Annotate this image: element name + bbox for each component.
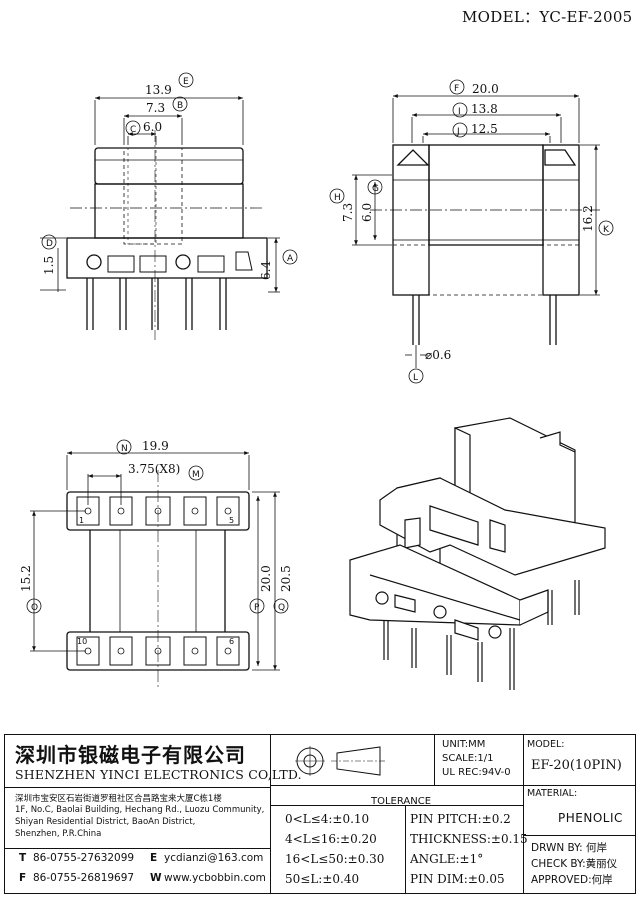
dim-q-ref: Q [278, 603, 285, 613]
web-label: W [150, 872, 162, 884]
pin-tolerance-row: ANGLE:±1° [410, 852, 484, 866]
email-address: ycdianzi@163.com [164, 852, 264, 864]
checked-by: CHECK BY:黄丽仪 [531, 858, 618, 870]
front-view [66, 130, 268, 340]
company-name-cn: 深圳市银磁电子有限公司 [15, 743, 246, 767]
dim-l-value: ⌀0.6 [425, 348, 451, 362]
dim-g-ref: G [372, 184, 379, 194]
material-label: MATERIAL: [527, 788, 578, 799]
tolerance-row: 4<L≤16:±0.20 [285, 832, 377, 846]
unit-text: UNIT:MM [442, 739, 486, 750]
dim-p-value: 20.0 [259, 565, 273, 592]
dim-m-ref: M [192, 470, 200, 480]
tolerance-title: TOLERANCE [371, 796, 432, 807]
pin-1-label: 1 [79, 516, 84, 525]
side-view [370, 144, 600, 345]
web-address: www.ycbobbin.com [164, 872, 266, 884]
fax-label: F [19, 872, 27, 884]
model-value: EF-20(10PIN) [531, 758, 622, 773]
dim-g-value: 6.0 [360, 203, 374, 222]
tolerance-row: 16<L≤50:±0.30 [285, 852, 385, 866]
material-value: PHENOLIC [558, 811, 623, 825]
phone-label: T [19, 852, 27, 864]
dim-n-ref: N [121, 444, 128, 454]
dim-f-value: 20.0 [472, 82, 499, 96]
phone-number: 86-0755-27632099 [33, 852, 135, 864]
dim-f-ref: F [454, 84, 459, 94]
projection-symbol-icon [295, 746, 387, 776]
approved-by: APPROVED:何岸 [531, 874, 613, 886]
dim-n-value: 19.9 [142, 439, 169, 453]
dim-d-ref: D [46, 239, 53, 249]
bottom-view [66, 470, 250, 690]
tolerance-row: 50≤L:±0.40 [285, 872, 360, 886]
email-label: E [150, 852, 158, 864]
side-view-dimensions [329, 79, 614, 384]
dim-c-value: 6.0 [143, 120, 162, 134]
address-line: Shiyan Residential District, BaoAn Distr… [15, 817, 196, 827]
pin-tolerance-row: PIN PITCH:±0.2 [410, 812, 511, 826]
dim-p-ref: P [254, 603, 260, 613]
ul-rec-text: UL REC:94V-0 [442, 767, 511, 778]
isometric-view [349, 417, 606, 690]
model-label: MODEL: [527, 739, 565, 750]
dim-b-ref: B [177, 101, 183, 111]
bottom-view-dimensions [26, 439, 289, 671]
dim-i-ref: I [458, 107, 461, 117]
dim-d-value: 1.5 [42, 256, 56, 275]
drawing-area: 13.9 E 7.3 B 6.0 C 1.5 D 6.4 A [19, 72, 614, 690]
dim-e-value: 13.9 [145, 83, 172, 97]
dim-a-value: 6.4 [259, 261, 273, 280]
dim-j-value: 12.5 [471, 122, 498, 136]
pin-tolerance-row: PIN DIM:±0.05 [410, 872, 505, 886]
address-line: Shenzhen, P.R.China [15, 829, 102, 839]
phone-contact: T 86-0755-27632099 [19, 852, 134, 864]
drawn-by: DRWN BY: 何岸 [531, 842, 608, 854]
dim-j-ref: J [456, 127, 460, 137]
dim-l-ref: L [413, 373, 418, 383]
dim-o-value: 15.2 [19, 565, 33, 592]
address-line: 1F, No.C, Baolai Building, Hechang Rd., … [15, 805, 265, 815]
fax-contact: F 86-0755-26819697 [19, 872, 134, 884]
dim-c-ref: C [130, 125, 136, 135]
title-block: 深圳市银磁电子有限公司 SHENZHEN YINCI ELECTRONICS C… [4, 734, 636, 894]
dim-k-value: 16.2 [581, 205, 595, 232]
address-line: 深圳市宝安区石岩街道罗租社区合昌路宝来大厦C栋1楼 [15, 794, 222, 804]
pin-6-label: 6 [229, 637, 234, 646]
dim-h-value: 7.3 [341, 203, 355, 222]
dim-o-ref: O [31, 603, 38, 613]
fax-number: 86-0755-26819697 [33, 872, 135, 884]
dim-a-ref: A [287, 254, 294, 264]
front-view-dimensions [40, 72, 298, 293]
dim-i-value: 13.8 [471, 102, 498, 116]
company-name-en: SHENZHEN YINCI ELECTRONICS CO,LTD. [15, 767, 302, 782]
dim-h-ref: H [334, 193, 341, 203]
pin-10-label: 10 [77, 637, 87, 646]
drawing-model-number: MODEL：YC-EF-2005 [462, 8, 633, 26]
scale-text: SCALE:1/1 [442, 753, 494, 764]
dim-m-value: 3.75(X8) [128, 462, 180, 476]
dim-e-ref: E [183, 77, 189, 87]
dim-b-value: 7.3 [146, 101, 165, 115]
pin-5-label: 5 [229, 516, 234, 525]
pin-tolerance-row: THICKNESS:±0.15 [410, 832, 528, 846]
dim-q-value: 20.5 [279, 565, 293, 592]
tolerance-row: 0<L≤4:±0.10 [285, 812, 370, 826]
dim-k-ref: K [603, 225, 610, 235]
